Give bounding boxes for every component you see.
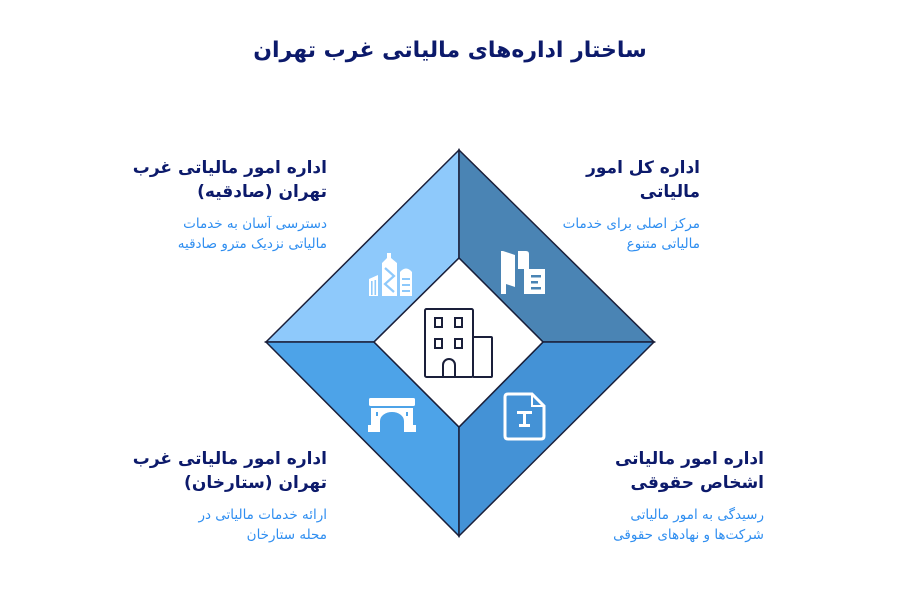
desc-line: محله ستارخان <box>246 527 327 543</box>
desc-bottom-left: ارائه خدمات مالیاتی در محله ستارخان <box>77 505 327 545</box>
desc-line: مالیاتی نزدیک مترو صادقیه <box>177 236 327 252</box>
desc-bottom-right: رسیدگی به امور مالیاتی شرکت‌ها و نهادهای… <box>544 505 764 545</box>
arch-gate-icon <box>368 398 416 432</box>
heading-line: اداره امور مالیاتی غرب <box>132 158 327 178</box>
heading-bottom-left: اداره امور مالیاتی غرب تهران (ستارخان) <box>77 447 327 495</box>
office-building-icon <box>424 308 493 378</box>
page-title: ساختار اداره‌های مالیاتی غرب تهران <box>253 38 647 63</box>
desc-line: شرکت‌ها و نهادهای حقوقی <box>613 527 764 543</box>
desc-line: ارائه خدمات مالیاتی در <box>198 507 327 523</box>
heading-line: اشخاص حقوقی <box>630 473 764 493</box>
heading-line: اداره امور مالیاتی غرب <box>132 449 327 469</box>
heading-line: اداره امور مالیاتی <box>614 449 764 469</box>
desc-top-right: مرکز اصلی برای خدمات مالیاتی متنوع <box>500 214 700 254</box>
desc-top-left: دسترسی آسان به خدمات مالیاتی نزدیک مترو … <box>77 214 327 254</box>
heading-top-right: اداره کل امور مالیاتی <box>500 156 700 204</box>
desc-line: دسترسی آسان به خدمات <box>183 216 327 232</box>
block-bottom-right: اداره امور مالیاتی اشخاص حقوقی رسیدگی به… <box>544 447 764 545</box>
desc-line: مالیاتی متنوع <box>626 236 700 252</box>
heading-line: اداره کل امور <box>586 158 700 178</box>
desc-line: رسیدگی به امور مالیاتی <box>630 507 764 523</box>
block-top-left: اداره امور مالیاتی غرب تهران (صادقیه) دس… <box>77 156 327 254</box>
block-bottom-left: اداره امور مالیاتی غرب تهران (ستارخان) ا… <box>77 447 327 545</box>
desc-line: مرکز اصلی برای خدمات <box>562 216 700 232</box>
heading-line: تهران (صادقیه) <box>197 182 327 202</box>
city-buildings-icon <box>369 253 412 296</box>
heading-line: تهران (ستارخان) <box>184 473 327 493</box>
heading-bottom-right: اداره امور مالیاتی اشخاص حقوقی <box>544 447 764 495</box>
text-document-icon <box>503 392 546 441</box>
heading-line: مالیاتی <box>639 182 700 202</box>
flag-bank-icon <box>501 251 545 294</box>
heading-top-left: اداره امور مالیاتی غرب تهران (صادقیه) <box>77 156 327 204</box>
center-diamond <box>372 256 545 429</box>
block-top-right: اداره کل امور مالیاتی مرکز اصلی برای خدم… <box>500 156 700 254</box>
